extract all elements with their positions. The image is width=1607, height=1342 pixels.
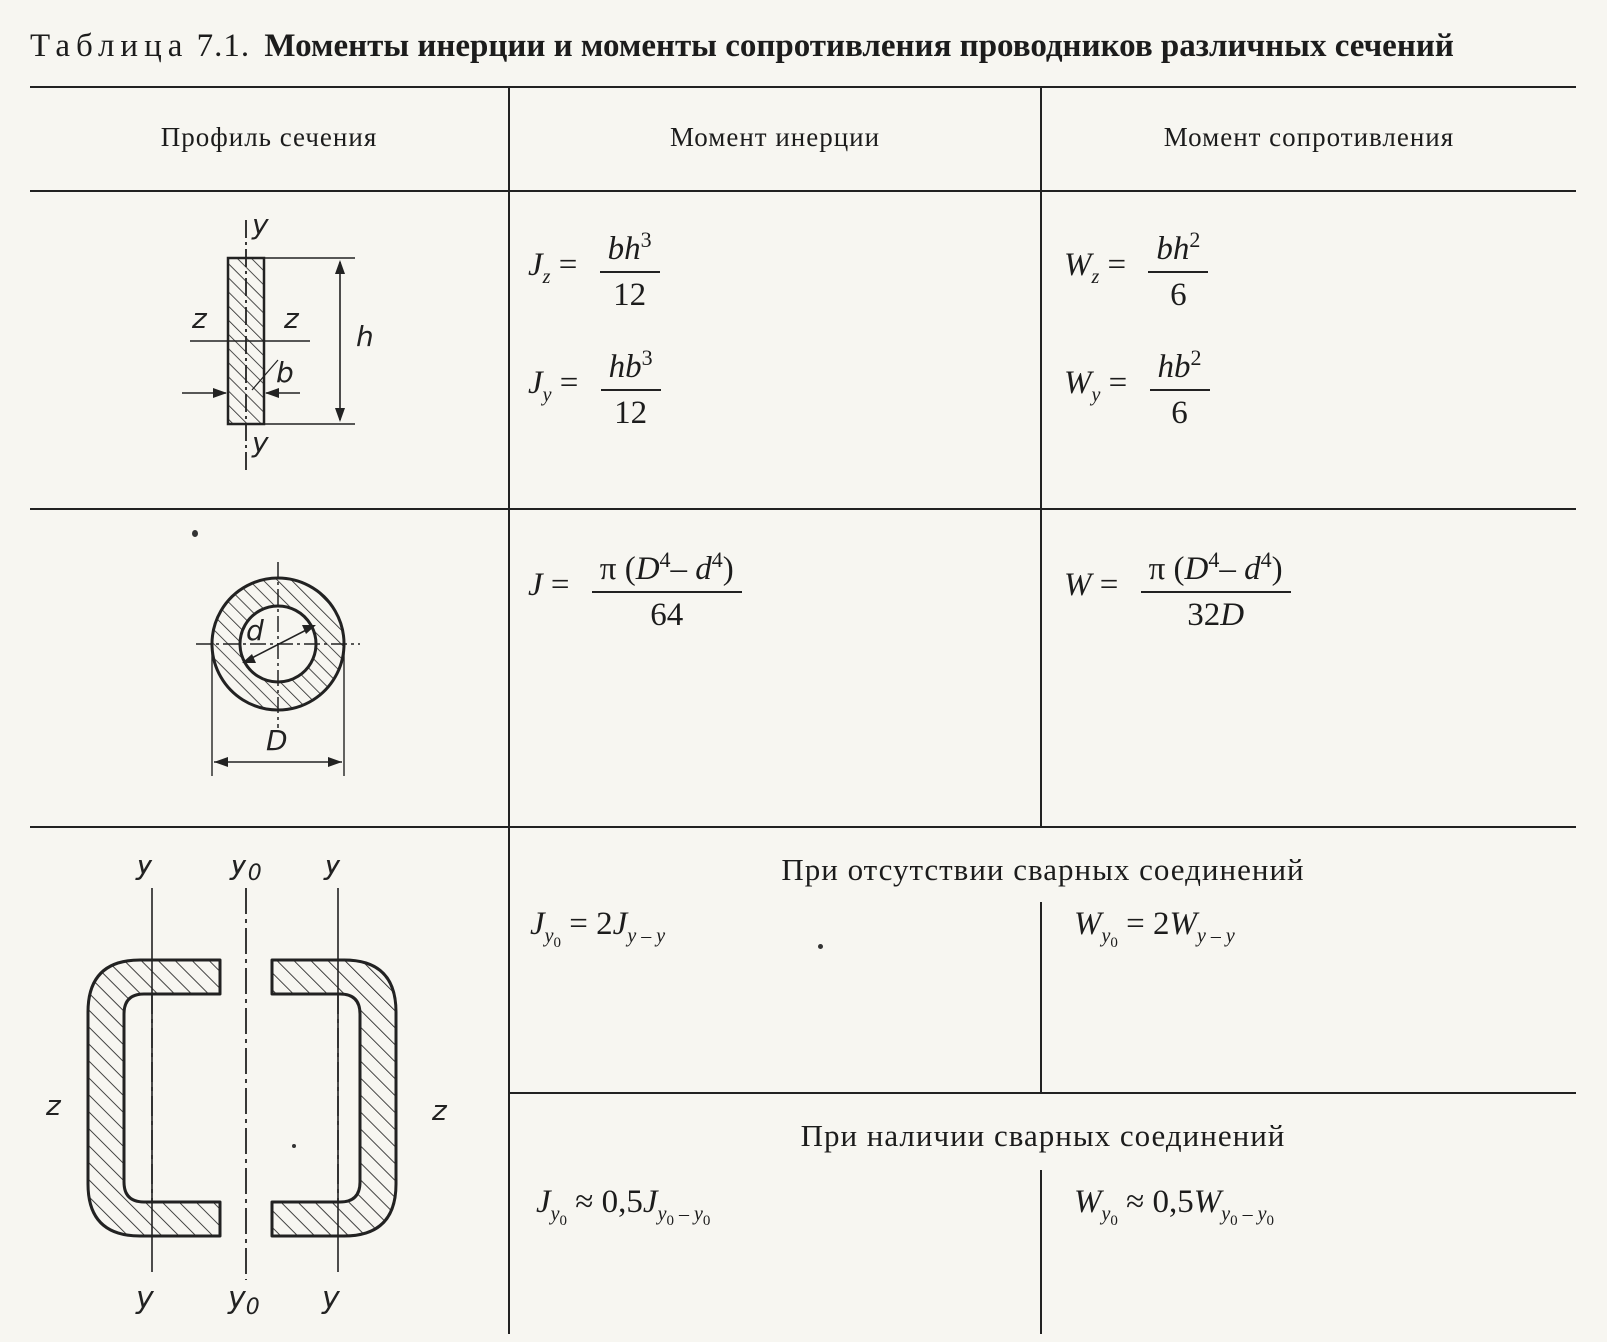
label-y-right-top: y <box>323 860 343 882</box>
scan-speck <box>192 530 198 537</box>
label-z-left: z <box>191 302 208 335</box>
label-b: b <box>276 356 294 389</box>
header-inertia: Момент инерции <box>669 122 881 152</box>
right-channel-section <box>270 958 398 1238</box>
table-caption: Таблица 7.1. Моменты инерции и моменты с… <box>30 28 1454 65</box>
label-y-bottom: y <box>251 426 269 459</box>
formula-ring-J: J = π (D4– d4) 64 <box>528 538 742 637</box>
formula-Wz: Wz = bh2 6 <box>1064 218 1209 317</box>
caption-title: Моменты инерции и моменты сопротивления … <box>264 28 1454 64</box>
column-divider-2-noweld <box>1040 902 1042 1092</box>
d-dimension-line <box>243 625 315 663</box>
label-z-right: z <box>283 302 300 335</box>
header-resistance: Момент сопротивления <box>1163 122 1455 152</box>
column-divider-2-weld <box>1040 1170 1042 1334</box>
table-top-rule <box>30 86 1576 88</box>
channel-profile-diagram: y y0 y y y0 y z z <box>45 860 448 1320</box>
header-profile: Профиль сечения <box>160 122 378 152</box>
column-divider-1 <box>508 86 510 1334</box>
label-y0-top: y0 <box>229 860 262 886</box>
caption-label: Таблица <box>30 28 189 64</box>
row1-bottom-rule <box>30 508 1576 510</box>
formula-ring-W: W = π (D4– d4) 32D <box>1064 538 1291 637</box>
formula-Wy: Wy = hb2 6 <box>1064 336 1210 435</box>
label-z-left: z <box>45 1089 62 1122</box>
label-y-left-top: y <box>135 860 155 882</box>
scan-speck <box>818 944 823 949</box>
label-D: D <box>266 724 288 757</box>
scan-speck <box>292 1144 296 1148</box>
heading-weld: При наличии сварных соединений <box>800 1118 1286 1153</box>
column-divider-2 <box>1040 86 1042 826</box>
label-y-right-bottom: y <box>321 1281 341 1316</box>
formula-noweld-W: Wy0 = 2Wy – y <box>1074 906 1235 951</box>
rectangle-profile-diagram: y y z z h b <box>182 210 374 472</box>
ring-profile-diagram: d D <box>196 562 360 776</box>
label-y0-bottom: y0 <box>227 1281 260 1320</box>
caption-number: 7.1. <box>196 28 251 64</box>
heading-no-weld: При отсутствии сварных соединений <box>781 852 1305 887</box>
weld-split-rule <box>508 1092 1576 1094</box>
formula-Jz: Jz = bh3 12 <box>528 218 660 317</box>
left-channel-section <box>86 958 222 1238</box>
row2-bottom-rule <box>30 826 1576 828</box>
header-bottom-rule <box>30 190 1576 192</box>
label-d: d <box>246 614 264 647</box>
formula-weld-W: Wy0 ≈ 0,5Wy0 – y0 <box>1074 1184 1275 1229</box>
label-y-top: y <box>251 210 269 241</box>
formula-Jy: Jy = hb3 12 <box>528 336 661 435</box>
label-h: h <box>356 320 374 353</box>
formula-weld-J: Jy0 ≈ 0,5Jy0 – y0 <box>536 1184 711 1229</box>
formula-noweld-J: Jy0 = 2Jy – y <box>530 906 666 951</box>
label-z-right: z <box>431 1094 448 1127</box>
ring-section <box>210 576 346 712</box>
label-y-left-bottom: y <box>135 1281 155 1316</box>
